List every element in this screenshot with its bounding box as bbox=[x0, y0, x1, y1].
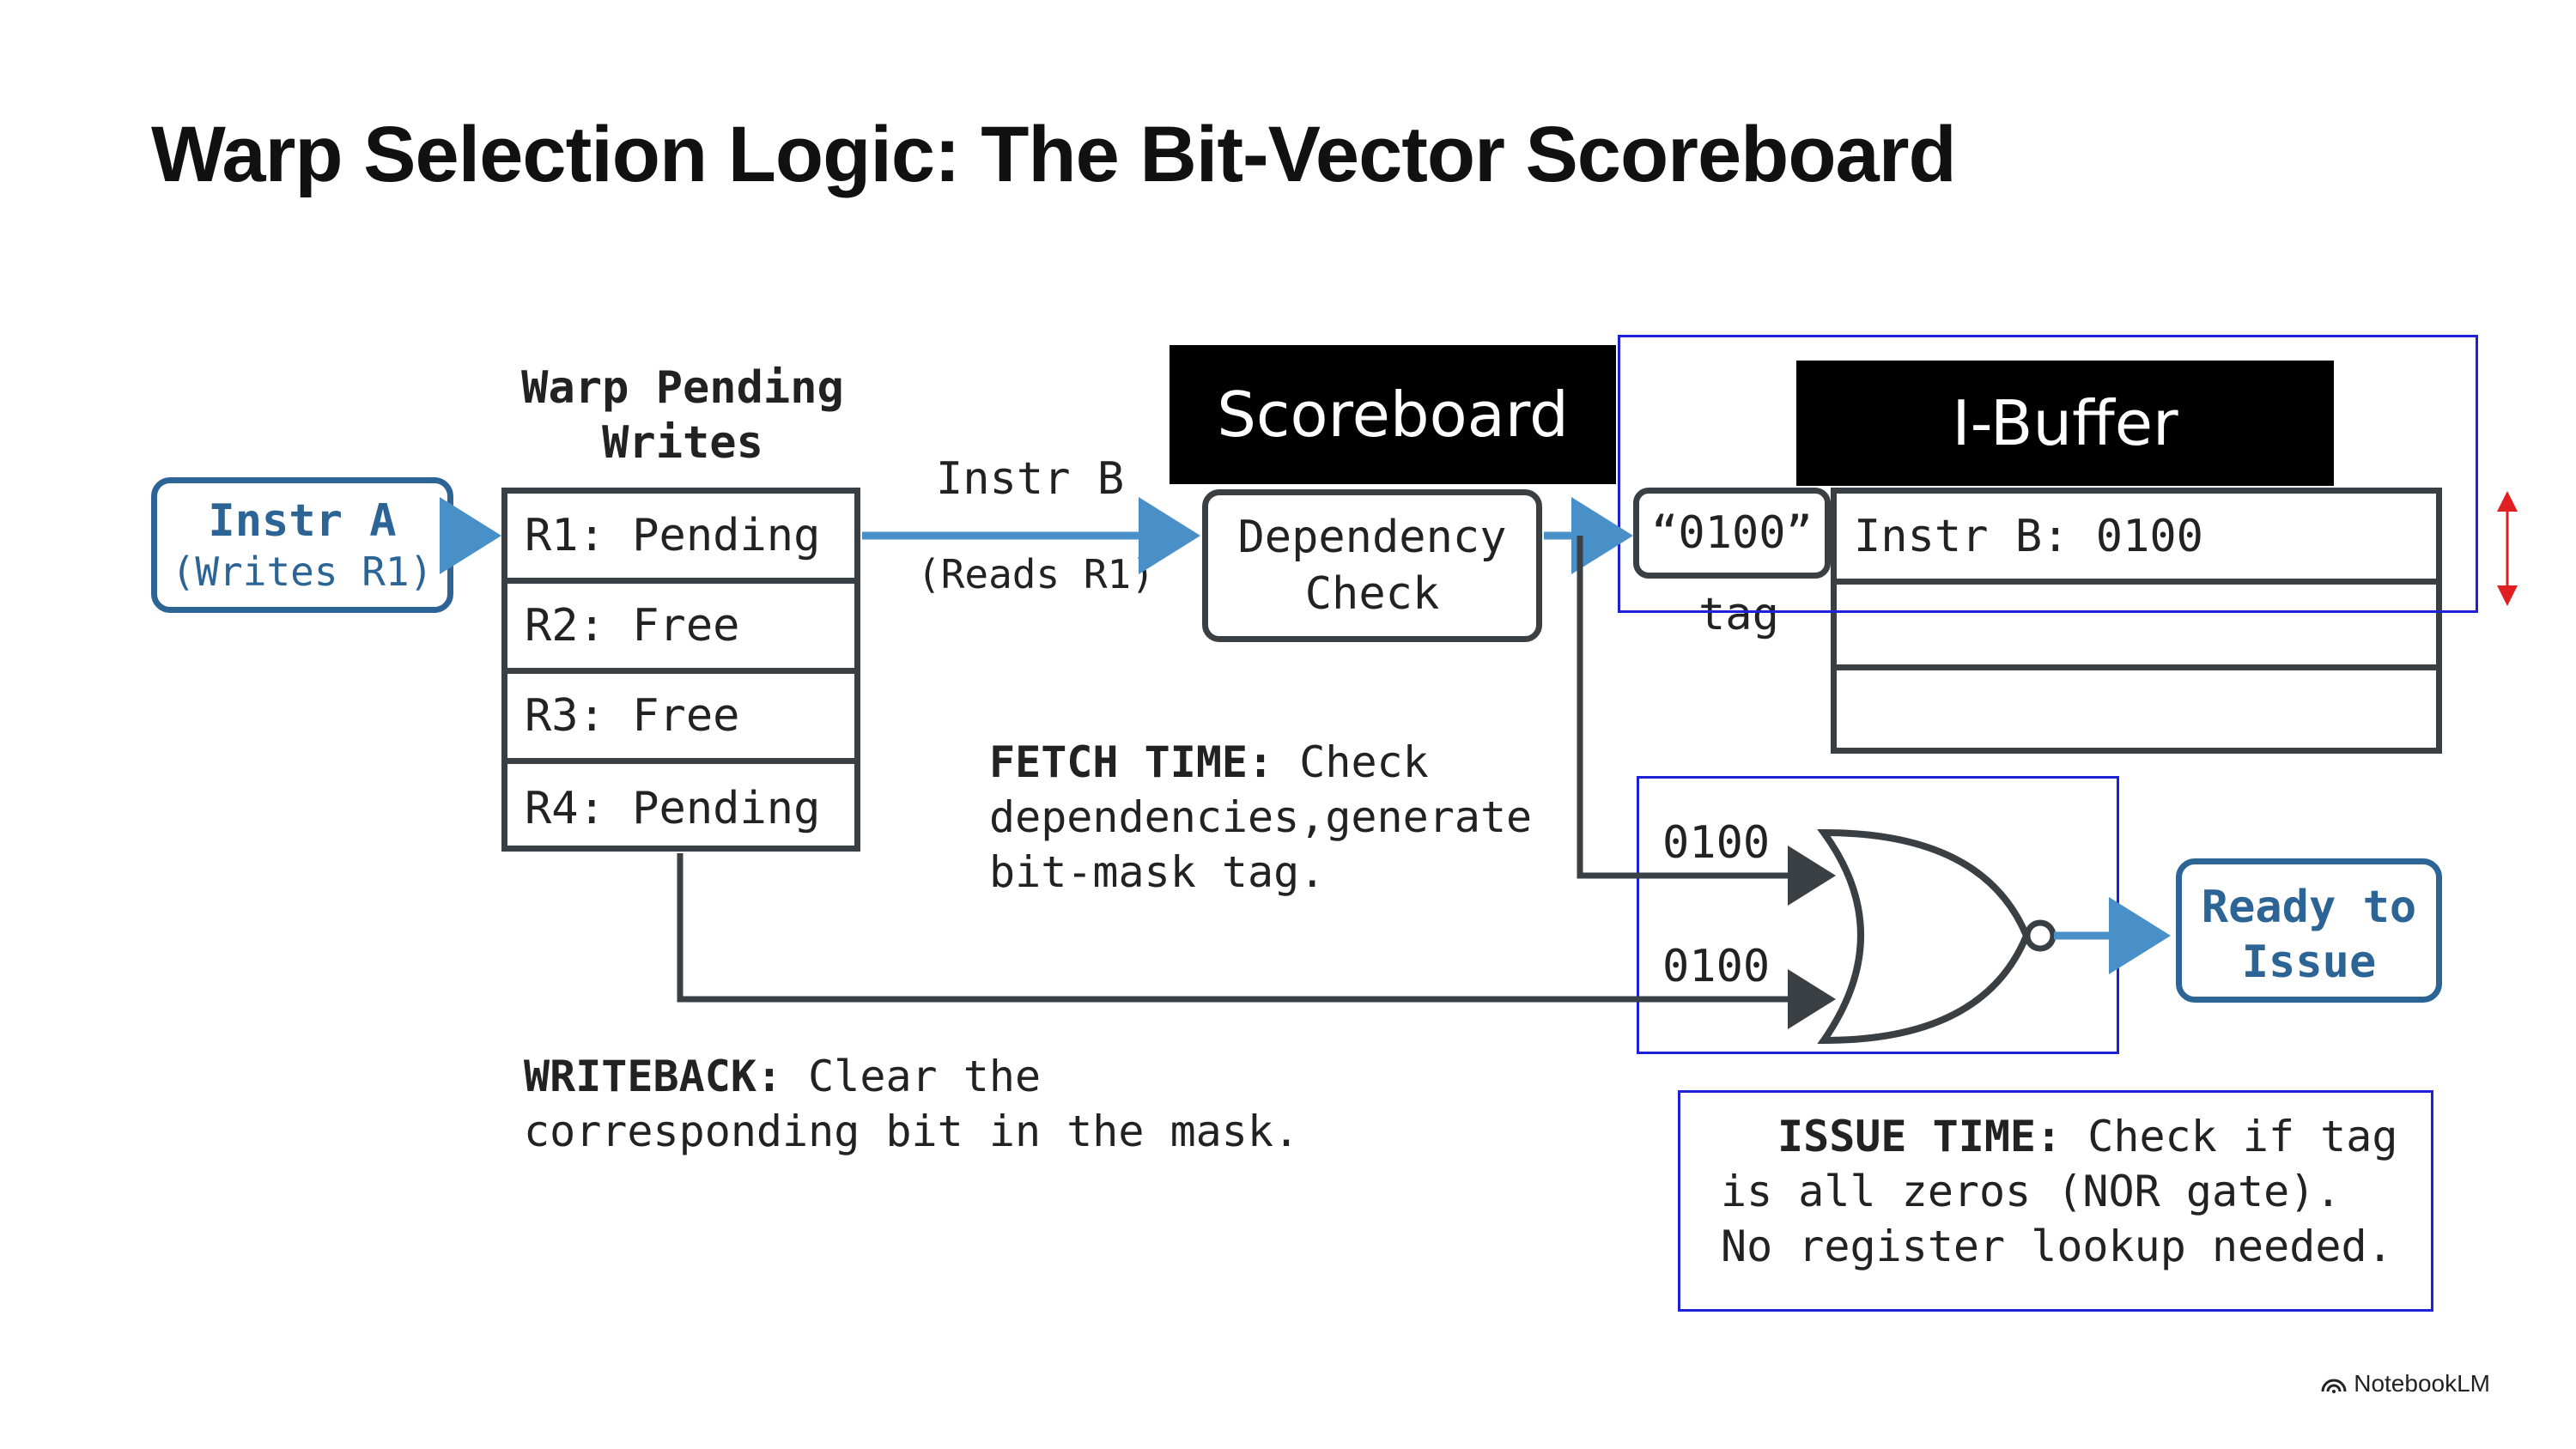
ibuffer-entry bbox=[1837, 585, 2436, 670]
register-row: R4: Pending bbox=[525, 783, 821, 834]
ibuffer-label: I-Buffer bbox=[1796, 361, 2334, 486]
fetch-time-bold: FETCH TIME: bbox=[989, 737, 1274, 787]
wire-tag-to-nor-input-1 bbox=[1577, 536, 1836, 906]
fetch-time-line2: dependencies,generate bbox=[989, 792, 1533, 842]
nor-input-2: 0100 bbox=[1662, 941, 1771, 992]
register-table: R1: Pending R2: Free R3: Free R4: Pendin… bbox=[501, 488, 860, 852]
dependency-check-box: Dependency Check bbox=[1202, 489, 1542, 642]
ibuffer-entry: Instr B: 0100 bbox=[1837, 494, 2436, 585]
page-title: Warp Selection Logic: The Bit-Vector Sco… bbox=[151, 111, 1957, 198]
writeback-caption: WRITEBACK: Clear the corresponding bit i… bbox=[524, 1049, 1299, 1159]
nor-gate-icon bbox=[1817, 828, 2057, 1045]
tag-value: “0100” bbox=[1651, 507, 1813, 559]
issue-time-caption: ISSUE TIME: Check if tag is all zeros (N… bbox=[1721, 1109, 2397, 1274]
wire-table-to-nor-input-2 bbox=[677, 853, 1836, 1029]
dependency-check-line1: Dependency bbox=[1237, 512, 1507, 563]
ibuffer-table: Instr B: 0100 bbox=[1831, 488, 2442, 754]
register-row: R1: Pending bbox=[507, 494, 854, 584]
pending-writes-heading-line1: Warp Pending bbox=[521, 362, 844, 414]
issue-time-bold: ISSUE TIME: bbox=[1777, 1112, 2063, 1161]
writeback-line2: corresponding bit in the mask. bbox=[524, 1106, 1300, 1156]
footer-brand: NotebookLM bbox=[2321, 1370, 2490, 1397]
instr-b-label: Instr B bbox=[936, 453, 1125, 505]
pending-writes-heading: Warp Pending Writes bbox=[502, 361, 863, 470]
ready-to-issue-line1: Ready to bbox=[2201, 882, 2417, 933]
instr-a-label: Instr A bbox=[208, 495, 397, 547]
ready-to-issue-box: Ready to Issue bbox=[2176, 858, 2442, 1003]
footer-brand-label: NotebookLM bbox=[2354, 1370, 2490, 1397]
scoreboard-label: Scoreboard bbox=[1170, 345, 1616, 484]
instr-a-sublabel: (Writes R1) bbox=[171, 549, 434, 595]
fetch-time-line3: bit-mask tag. bbox=[989, 847, 1326, 897]
dependency-check-line2: Check bbox=[1304, 568, 1440, 620]
issue-time-text: Check if tag bbox=[2062, 1112, 2398, 1161]
writeback-text: Clear the bbox=[782, 1052, 1042, 1101]
pending-writes-heading-line2: Writes bbox=[602, 417, 763, 469]
fetch-time-caption: FETCH TIME: Check dependencies,generate … bbox=[989, 735, 1532, 900]
instr-b-sublabel: (Reads R1) bbox=[917, 551, 1155, 597]
ready-to-issue-line2: Issue bbox=[2241, 937, 2377, 988]
writeback-bold: WRITEBACK: bbox=[524, 1052, 783, 1101]
notebooklm-logo-icon bbox=[2321, 1379, 2347, 1393]
tag-box: “0100” bbox=[1633, 488, 1831, 579]
register-row: R2: Free bbox=[507, 584, 854, 674]
issue-time-line3: No register lookup needed. bbox=[1721, 1222, 2393, 1271]
tag-label: tag bbox=[1698, 589, 1779, 640]
ibuffer-highlight-outline bbox=[1618, 335, 2478, 613]
issue-time-line2: is all zeros (NOR gate). bbox=[1721, 1167, 2342, 1216]
issue-time-outline bbox=[1678, 1090, 2433, 1312]
instr-a-box: Instr A (Writes R1) bbox=[151, 477, 453, 613]
fetch-time-text: Check bbox=[1273, 737, 1429, 787]
nor-input-1: 0100 bbox=[1662, 817, 1771, 869]
register-row: R3: Free bbox=[507, 674, 854, 764]
